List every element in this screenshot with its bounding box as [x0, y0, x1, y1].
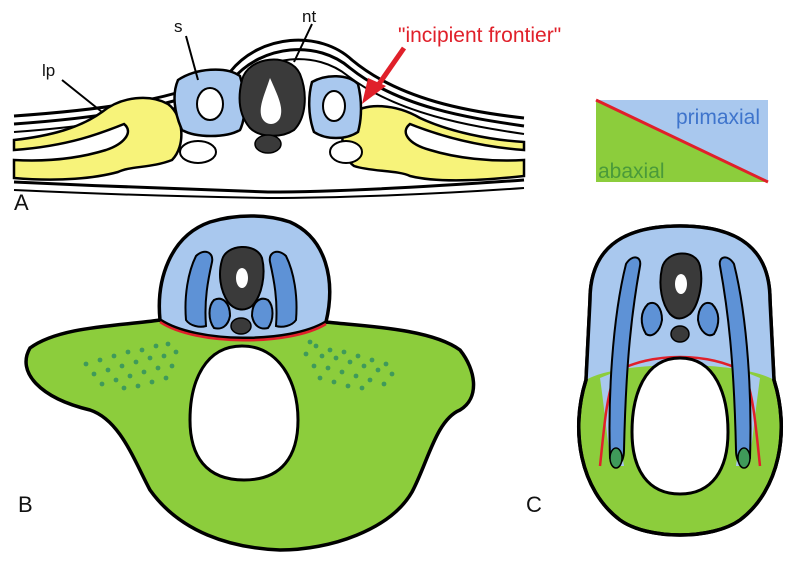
- dorsal-aorta-left: [179, 140, 217, 164]
- legend: primaxial abaxial: [595, 98, 769, 184]
- panel-c-neural-tube-lumen: [675, 274, 687, 294]
- frontier-arrow: [362, 46, 407, 104]
- panel-label-a: A: [14, 190, 29, 215]
- notochord: [254, 134, 282, 154]
- neural-tube-lumen: [260, 78, 282, 124]
- ventral-line-2: [13, 187, 525, 200]
- leader-nt: [293, 23, 313, 63]
- panel-b-notochord: [230, 317, 252, 335]
- panel-b-muscle-left-outer: [184, 250, 214, 328]
- panel-label-b: B: [18, 492, 33, 517]
- panel-c-muscle-left-tip: [609, 447, 623, 469]
- panel-c-muscle-right-small: [696, 302, 720, 337]
- leader-s: [185, 35, 199, 81]
- panel-c-notochord: [670, 325, 690, 343]
- lateral-plate-left: [12, 96, 183, 181]
- legend-label-primaxial: primaxial: [676, 106, 760, 129]
- panel-c-coelom: [630, 356, 730, 496]
- label-s: s: [174, 17, 183, 36]
- panel-c-muscle-right-long: [718, 256, 752, 466]
- label-nt: nt: [302, 7, 316, 26]
- panel-c-muscle-left-long: [608, 256, 642, 466]
- label-lp: lp: [42, 61, 55, 80]
- legend-label-abaxial: abaxial: [598, 160, 665, 183]
- panel-c: C: [526, 224, 784, 537]
- lateral-plate-right: [341, 104, 526, 182]
- panel-c-muscle-right-tip: [737, 447, 751, 469]
- panel-a: lp s nt "incipient frontier" A: [12, 7, 561, 215]
- panel-b-coelom: [188, 344, 300, 482]
- somite-left-cavity: [196, 87, 224, 121]
- panel-b-neural-tube-lumen: [236, 268, 248, 288]
- panel-b-muscle-left-inner: [208, 297, 232, 330]
- panel-b-muscle-right-outer: [268, 250, 298, 328]
- panel-c-outline: [576, 224, 784, 537]
- legend-frontier-line: [595, 98, 769, 184]
- panel-label-c: C: [526, 492, 542, 517]
- panel-b-dots-right: [303, 339, 395, 391]
- dorsal-aorta-right: [329, 140, 363, 164]
- panel-b-dots-left: [83, 341, 179, 391]
- leader-lp: [61, 79, 103, 113]
- panel-b: B: [18, 214, 476, 552]
- label-incipient-frontier: "incipient frontier": [398, 24, 561, 47]
- ventral-line-1: [13, 178, 525, 194]
- panel-c-muscle-left-small: [640, 302, 664, 337]
- panel-b-frontier: [159, 320, 327, 342]
- somite-right-cavity: [322, 90, 346, 122]
